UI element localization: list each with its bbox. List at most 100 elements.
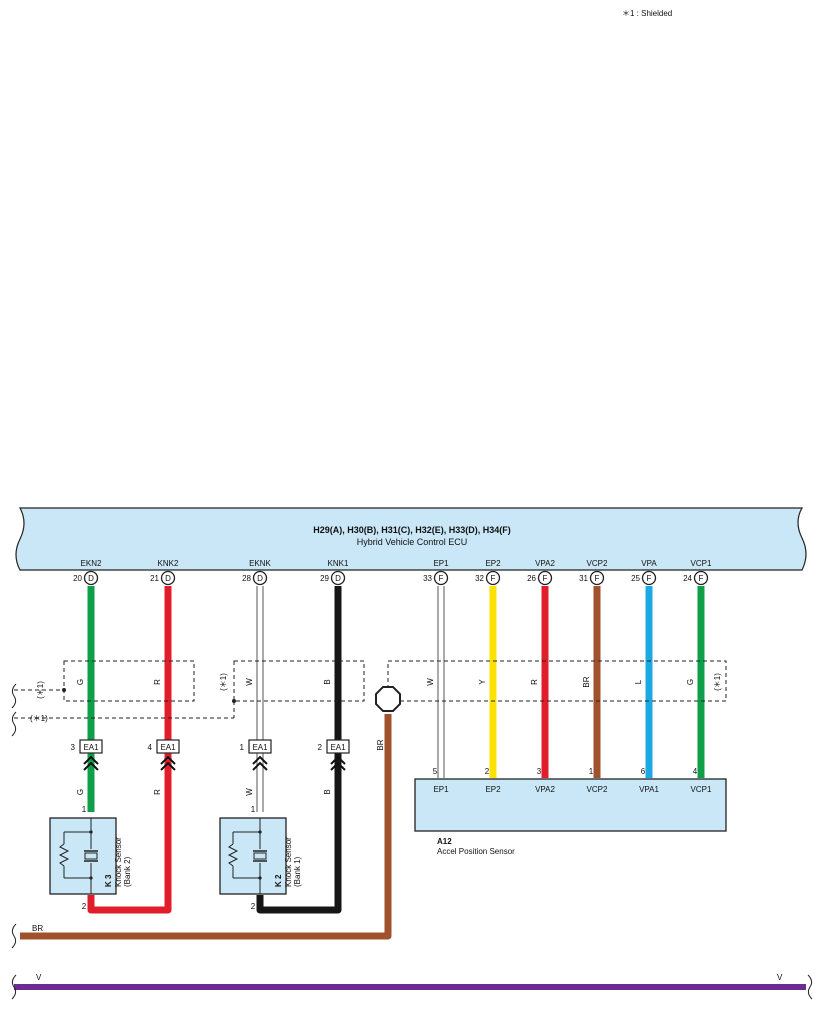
ecu-pin-terminal: KNK2 bbox=[158, 559, 179, 568]
sensor-bank: (Bank 2) bbox=[123, 856, 132, 887]
ecu-pin-conn: F bbox=[647, 574, 652, 583]
shield-ground-point[interactable]: BR bbox=[375, 686, 401, 751]
shield-junction-dot bbox=[232, 699, 236, 703]
ecu-pin-circle bbox=[693, 570, 709, 586]
sensor-code: K 3 bbox=[104, 874, 113, 887]
sensor-code: K 2 bbox=[274, 874, 283, 887]
ecu-pin-number: 32 bbox=[475, 574, 484, 583]
shield-label-mid: (＊1) bbox=[219, 673, 228, 691]
ea1-name: EA1 bbox=[160, 743, 176, 752]
ecu-pin-terminal: VCP2 bbox=[587, 559, 608, 568]
junction-connector-ea1-2[interactable]: EA1 2 B bbox=[318, 739, 350, 795]
accel-pin-terminal: VPA2 bbox=[535, 785, 555, 794]
ecu-pin-vpa[interactable]: F 25 VPA bbox=[631, 559, 657, 586]
ecu-pin-terminal: VPA bbox=[641, 559, 657, 568]
junction-connector-ea1-3[interactable]: EA1 3 G bbox=[71, 739, 103, 795]
shielded-legend: ＊1 : Shielded bbox=[622, 9, 672, 18]
ecu-pin-circle bbox=[330, 570, 346, 586]
ecu-outline bbox=[15, 507, 807, 571]
ecu-pin-terminal: EKN2 bbox=[81, 559, 102, 568]
accel-sensor-body bbox=[414, 778, 727, 832]
accel-sensor-pins: 5 EP1 2 EP2 3 VPA2 1 VCP2 6 VPA1 4 VCP1 bbox=[433, 767, 712, 794]
wire-label: Y bbox=[478, 679, 487, 685]
ground-wire-label: BR bbox=[376, 739, 385, 750]
ecu-pin-circle bbox=[83, 570, 99, 586]
ecu-connector-codes: H29(A), H30(B), H31(C), H32(E), H33(D), … bbox=[313, 525, 511, 535]
accel-position-sensor[interactable]: 5 EP1 2 EP2 3 VPA2 1 VCP2 6 VPA1 4 VCP1 … bbox=[414, 767, 727, 856]
ecu-pin-number: 20 bbox=[73, 574, 82, 583]
ecu-pin-conn: F bbox=[543, 574, 548, 583]
junction-connectors: EA1 3 G EA1 4 R EA1 1 W EA1 2 B bbox=[71, 739, 350, 796]
ecu-pin-terminal: KNK1 bbox=[328, 559, 349, 568]
wire-label: W bbox=[426, 678, 435, 686]
brace-violet-right bbox=[807, 974, 813, 1000]
ecu-pin-number: 31 bbox=[579, 574, 588, 583]
ecu-pin-number: 29 bbox=[320, 574, 329, 583]
ecu-pin-terminal: EP2 bbox=[485, 559, 501, 568]
ecu-pin-circle bbox=[433, 570, 449, 586]
wire-label: R bbox=[153, 679, 162, 685]
wire-label: W bbox=[245, 678, 254, 686]
sensor-pin-top: 1 bbox=[251, 805, 256, 814]
ecu-pin-ekn2[interactable]: D 20 EKN2 bbox=[73, 559, 102, 586]
accel-pin-number: 4 bbox=[693, 767, 698, 776]
wire-label: G bbox=[76, 789, 85, 795]
ecu-pin-number: 26 bbox=[527, 574, 536, 583]
ecu-pin-vpa2[interactable]: F 26 VPA2 bbox=[527, 559, 555, 586]
shield-label-right: (＊1) bbox=[713, 673, 722, 691]
shield-junction-dot bbox=[62, 688, 66, 692]
brace-br bbox=[11, 923, 17, 949]
junction-connector-ea1-1[interactable]: EA1 1 W bbox=[240, 739, 272, 796]
sensor-name: Knock Sensor bbox=[284, 837, 293, 887]
wire-label: BR bbox=[582, 676, 591, 687]
ecu-pins: D 20 EKN2 D 21 KNK2 D 28 EKNK D 29 KNK1 … bbox=[73, 559, 712, 586]
ecu-pin-knk1[interactable]: D 29 KNK1 bbox=[320, 559, 349, 586]
bottom-wires: BR V V bbox=[11, 923, 813, 1000]
violet-wire-label-right: V bbox=[777, 973, 783, 982]
shield-box-left bbox=[63, 660, 195, 702]
ecu-pin-terminal: VPA2 bbox=[535, 559, 555, 568]
ea1-name: EA1 bbox=[83, 743, 99, 752]
sensor-bank: (Bank 1) bbox=[293, 856, 302, 887]
knock-sensor-k2[interactable]: 1 2 K 2 Knock Sensor (Bank 1) bbox=[219, 805, 302, 911]
ecu-pin-circle bbox=[537, 570, 553, 586]
brace-lower bbox=[11, 711, 17, 737]
ecu-pin-eknk[interactable]: D 28 EKNK bbox=[242, 559, 272, 586]
shield-box-mid bbox=[233, 660, 365, 702]
piezo-element-icon bbox=[227, 818, 267, 894]
ecu-pin-number: 25 bbox=[631, 574, 640, 583]
accel-pin-number: 1 bbox=[589, 767, 594, 776]
wire-label: W bbox=[245, 788, 254, 796]
accel-pin-terminal: VCP2 bbox=[587, 785, 608, 794]
ecu-pin-vcp1[interactable]: F 24 VCP1 bbox=[683, 559, 712, 586]
wire-label: R bbox=[153, 789, 162, 795]
wire-label: L bbox=[634, 679, 643, 684]
shields: (＊1) (＊1) (＊1) (＊1) bbox=[11, 660, 727, 737]
double-chevron-icon bbox=[160, 755, 176, 771]
ecu-pin-terminal: EKNK bbox=[249, 559, 271, 568]
ecu-pin-ep2[interactable]: F 32 EP2 bbox=[475, 559, 501, 586]
accel-pin-number: 3 bbox=[537, 767, 542, 776]
shield-label-left-lower: (＊1) bbox=[30, 714, 48, 723]
junction-connector-ea1-4[interactable]: EA1 4 R bbox=[148, 739, 180, 795]
ground-octagon bbox=[375, 686, 401, 712]
accel-pin-number: 5 bbox=[433, 767, 438, 776]
ea1-pin: 4 bbox=[148, 743, 153, 752]
ecu-pin-circle bbox=[485, 570, 501, 586]
double-chevron-icon bbox=[330, 755, 346, 771]
ecu-pin-terminal: VCP1 bbox=[691, 559, 712, 568]
wire-label: G bbox=[76, 679, 85, 685]
accel-pin-number: 6 bbox=[641, 767, 646, 776]
wire-labels-shield: G R W B W Y R BR L G bbox=[76, 676, 695, 687]
ecu-pin-conn: F bbox=[439, 574, 444, 583]
ecu-pin-knk2[interactable]: D 21 KNK2 bbox=[150, 559, 179, 586]
ecu-pin-ep1[interactable]: F 33 EP1 bbox=[423, 559, 449, 586]
ecu-pin-vcp2[interactable]: F 31 VCP2 bbox=[579, 559, 608, 586]
ecu-pin-number: 21 bbox=[150, 574, 159, 583]
ecu-pin-circle bbox=[641, 570, 657, 586]
ea1-box bbox=[156, 739, 180, 754]
shield-box-right bbox=[387, 660, 727, 702]
ea1-pin: 2 bbox=[318, 743, 323, 752]
ecu-block[interactable]: H29(A), H30(B), H31(C), H32(E), H33(D), … bbox=[15, 507, 807, 571]
knock-sensor-k3[interactable]: 1 2 K 3 Knock Sensor (Bank 2) bbox=[49, 805, 132, 911]
